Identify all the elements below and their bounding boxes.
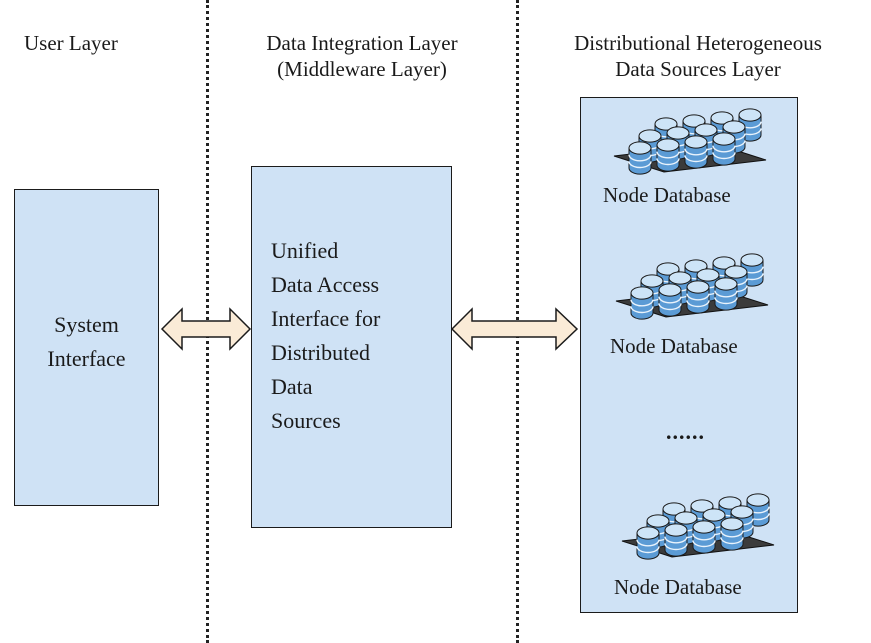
unified-interface-box: Unified Data Access Interface for Distri… bbox=[251, 166, 452, 528]
system-interface-label: System Interface bbox=[15, 308, 158, 376]
integration-layer-title: Data Integration Layer (Middleware Layer… bbox=[226, 30, 498, 82]
sources-layer-title-line1: Distributional Heterogeneous bbox=[574, 31, 822, 55]
double-arrow-left bbox=[160, 307, 252, 351]
unified-interface-line1: Unified bbox=[271, 238, 339, 263]
unified-interface-line4: Distributed bbox=[271, 340, 370, 365]
system-interface-box: System Interface bbox=[14, 189, 159, 506]
integration-layer-title-line1: Data Integration Layer bbox=[266, 31, 458, 55]
sources-layer-title: Distributional Heterogeneous Data Source… bbox=[528, 30, 868, 82]
system-interface-line1: System bbox=[54, 312, 119, 337]
database-cluster-icon bbox=[615, 253, 769, 320]
integration-layer-title-line2: (Middleware Layer) bbox=[277, 57, 447, 81]
unified-interface-label: Unified Data Access Interface for Distri… bbox=[271, 234, 380, 438]
sources-layer-title-line2: Data Sources Layer bbox=[615, 57, 781, 81]
double-arrow-right bbox=[450, 307, 579, 351]
node-database-label: Node Database bbox=[603, 183, 731, 207]
database-cluster-icon bbox=[621, 493, 775, 560]
system-interface-line2: Interface bbox=[47, 346, 126, 371]
unified-interface-line2: Data Access bbox=[271, 272, 380, 297]
unified-interface-line3: Interface for bbox=[271, 306, 381, 331]
database-cluster-icon bbox=[613, 108, 767, 175]
node-database-label: Node Database bbox=[614, 575, 742, 599]
unified-interface-line6: Sources bbox=[271, 408, 341, 433]
user-layer-title: User Layer bbox=[24, 31, 118, 55]
unified-interface-line5: Data bbox=[271, 374, 313, 399]
ellipsis: ...... bbox=[666, 419, 705, 444]
node-database-label: Node Database bbox=[610, 334, 738, 358]
